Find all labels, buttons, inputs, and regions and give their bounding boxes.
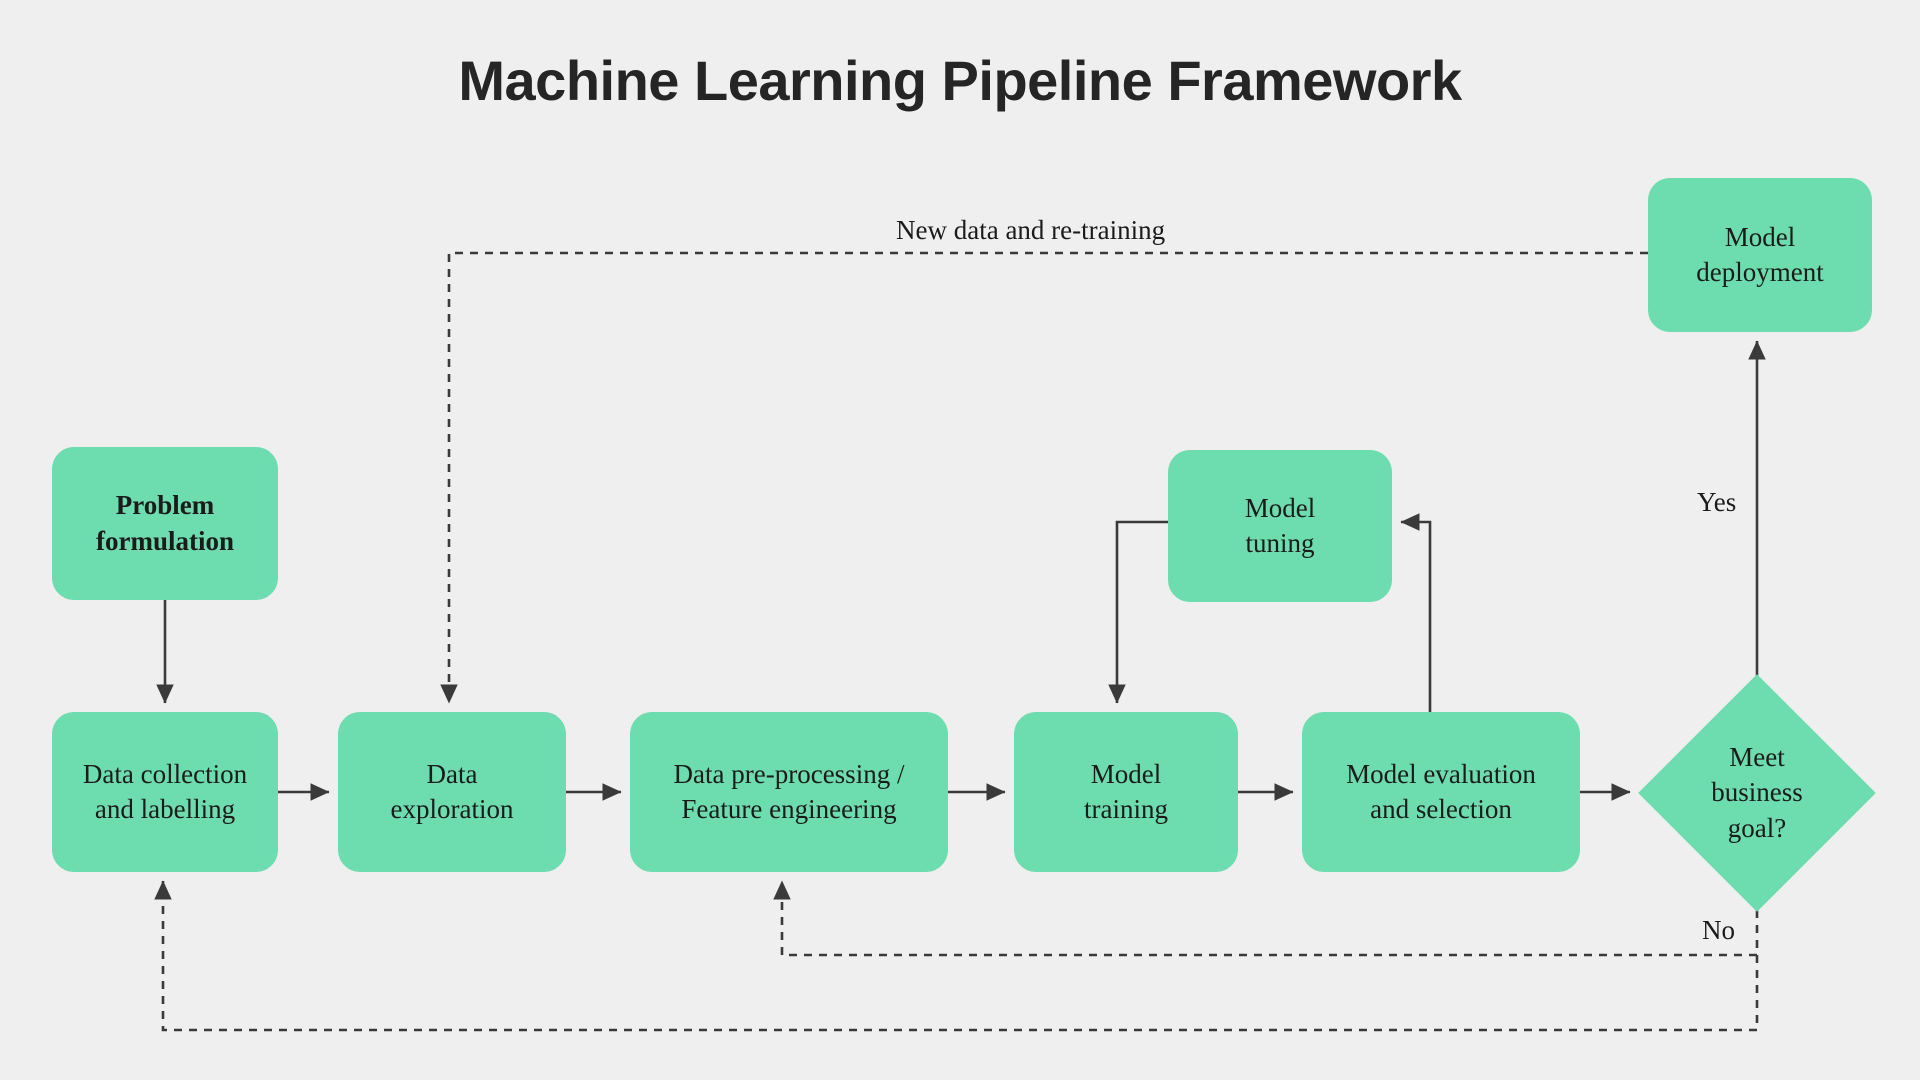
- edge-decision-to-datacollection-dashed: [154, 880, 1759, 1032]
- node-model-evaluation[interactable]: Model evaluation and selection: [1302, 712, 1580, 872]
- node-data-exploration[interactable]: Data exploration: [338, 712, 566, 872]
- node-label: Model evaluation and selection: [1346, 758, 1536, 824]
- edge-modeltuning-to-modeltraining: [1108, 520, 1168, 704]
- edge-decision-to-preprocessing-dashed: [773, 880, 1759, 957]
- node-label: Model deployment: [1696, 221, 1824, 287]
- node-label: Meet business goal?: [1711, 742, 1803, 843]
- edge-label-no: No: [1702, 915, 1735, 945]
- edge-label-yes: Yes: [1697, 487, 1737, 517]
- node-label: Model training: [1084, 758, 1168, 824]
- node-label: Problem formulation: [96, 490, 234, 556]
- node-label: Data exploration: [390, 758, 514, 824]
- edge-modelevaluation-to-modeltuning: [1400, 513, 1432, 712]
- node-data-preprocessing[interactable]: Data pre-processing / Feature engineerin…: [630, 712, 948, 872]
- node-model-tuning[interactable]: Model tuning: [1168, 450, 1392, 602]
- node-model-deployment[interactable]: Model deployment: [1648, 178, 1872, 332]
- node-label: Model tuning: [1244, 492, 1316, 558]
- edge-deployment-to-dataexploration-dashed: [440, 251, 1648, 704]
- node-data-collection[interactable]: Data collection and labelling: [52, 712, 278, 872]
- edge-label-new-data-retraining: New data and re-training: [896, 215, 1166, 245]
- node-label: Data collection and labelling: [82, 758, 248, 824]
- node-meet-business-goal[interactable]: Meet business goal?: [1638, 674, 1876, 912]
- node-problem-formulation[interactable]: Problem formulation: [52, 447, 278, 600]
- node-model-training[interactable]: Model training: [1014, 712, 1238, 872]
- node-label: Data pre-processing / Feature engineerin…: [673, 758, 905, 824]
- page-title: Machine Learning Pipeline Framework: [458, 49, 1462, 112]
